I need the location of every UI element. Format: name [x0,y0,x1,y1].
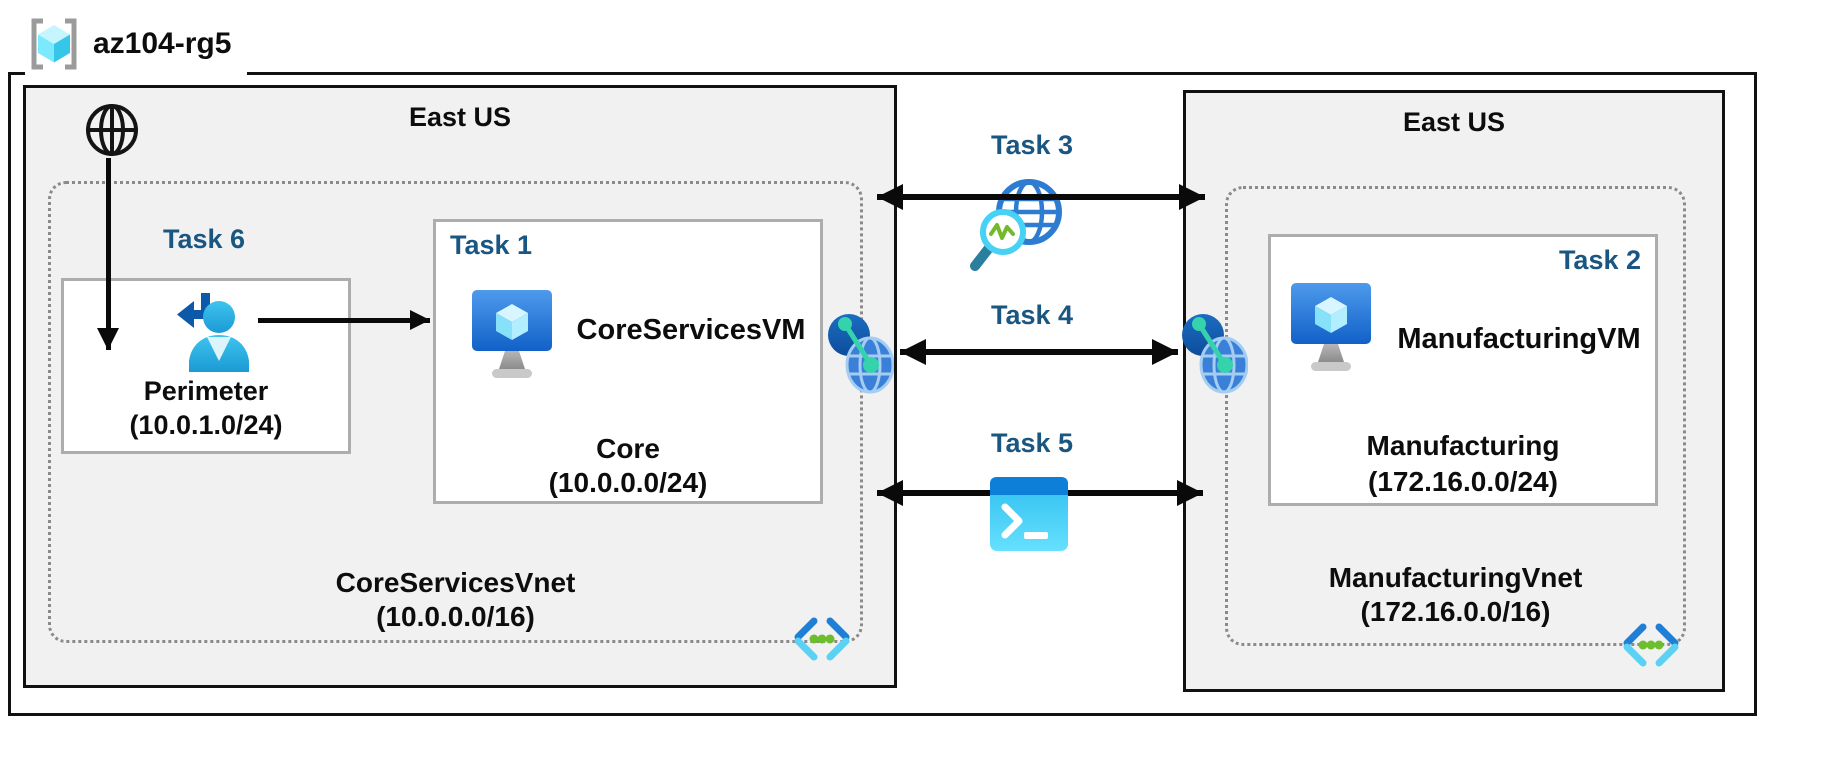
core-vnet-cidr: (10.0.0.0/16) [376,601,535,632]
region-left-location: East US [408,102,512,132]
manufacturing-vnet-name: ManufacturingVnet [1328,562,1583,593]
manufacturing-vnet-label: ManufacturingVnet (172.16.0.0/16) [1228,561,1683,629]
resource-group-label: az104-rg5 [25,7,248,81]
guest-user-icon [177,293,249,372]
core-subnet-cidr: (10.0.0.0/24) [548,467,708,498]
resource-group-name: az104-rg5 [93,27,232,60]
perimeter-to-core-arrow [258,310,430,330]
manufacturing-subnet-box: Task 2 [1268,234,1658,506]
task3-label: Task 3 [990,130,1074,160]
manufacturing-vnet-box: Task 2 [1225,186,1686,667]
core-vnet-label: CoreServicesVnet (10.0.0.0/16) [51,566,860,634]
core-vm-name: CoreServicesVM [576,314,806,346]
network-watcher-icon [970,179,1062,271]
core-vnet-name: CoreServicesVnet [335,567,576,598]
perimeter-subnet-name: Perimeter [143,376,269,406]
perimeter-subnet-cidr: (10.0.1.0/24) [129,410,283,440]
virtual-network-icon [794,617,850,661]
internet-to-perimeter-arrow [97,158,119,350]
vnet-peering-icon [1182,314,1248,394]
core-subnet-name: Core [596,433,660,464]
internet-globe-icon [86,104,138,156]
resource-group-icon [31,18,77,70]
region-east-us-right: East US Task 2 [1183,90,1725,692]
virtual-network-icon [1623,623,1679,667]
virtual-machine-icon [472,290,552,378]
resource-group-box: az104-rg5 [8,7,1757,716]
task3-connection-arrow [877,184,1205,210]
task6-label: Task 6 [163,224,246,254]
perimeter-subnet-box: Perimeter (10.0.1.0/24) [61,278,351,454]
task5-label: Task 5 [990,428,1074,458]
task2-label: Task 2 [1558,245,1641,275]
region-right-location: East US [1402,107,1506,137]
virtual-machine-icon [1291,283,1371,371]
powershell-icon [990,477,1068,551]
core-subnet-box: Task 1 [433,219,823,504]
vnet-peering-icon [828,314,894,394]
manufacturing-subnet-name: Manufacturing [1366,430,1560,461]
task4-label: Task 4 [990,300,1074,330]
manufacturing-vm-name: ManufacturingVM [1397,323,1641,355]
manufacturing-subnet-cidr: (172.16.0.0/24) [1368,466,1558,497]
task1-label: Task 1 [450,230,533,260]
task4-connection-arrow [900,339,1178,365]
manufacturing-vnet-cidr: (172.16.0.0/16) [1360,596,1551,627]
region-east-us-left: East US Task 6 [23,85,897,688]
core-services-vnet-box: Task 6 Perimeter (10.0.1.0/24) [48,181,863,661]
